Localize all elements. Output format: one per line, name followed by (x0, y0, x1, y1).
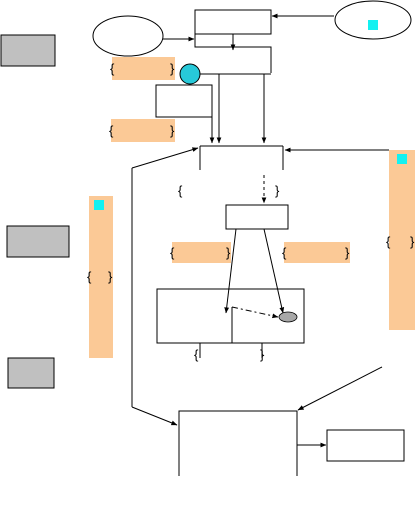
connectors (131, 13, 389, 476)
note-vertical-left (89, 196, 113, 358)
box-left-small (155, 84, 213, 118)
svg-text:}: } (275, 183, 280, 198)
cyan-square-icon (397, 154, 407, 164)
svg-text:}: } (226, 245, 231, 260)
gray-box-top-left (0, 34, 56, 67)
note-vertical-right (389, 150, 415, 330)
gray-ellipse-icon (278, 311, 298, 323)
svg-text:{: { (178, 183, 183, 198)
cyan-square-icon (368, 20, 378, 30)
gray-box-bottom-left (7, 357, 55, 389)
svg-text:{: { (109, 123, 114, 138)
svg-text:{: { (194, 347, 199, 362)
svg-text:{: { (87, 269, 92, 284)
cyan-square-icon (94, 200, 104, 210)
note-top-left (112, 57, 175, 80)
svg-text:}: } (170, 61, 175, 76)
box-top (194, 9, 272, 35)
note-middle-left (172, 242, 231, 263)
svg-text:}: } (108, 269, 113, 284)
svg-text:{: { (282, 245, 287, 260)
gray-box-middle-left (6, 225, 70, 258)
cyan-circle-icon (179, 63, 201, 85)
svg-text:{: { (386, 234, 391, 249)
svg-text:}: } (170, 123, 175, 138)
svg-text:}: } (410, 234, 415, 249)
ellipse-start (92, 15, 164, 57)
brace-marks: {} {} {} {} {} {} {} {} (87, 61, 415, 362)
svg-text:}: } (345, 245, 350, 260)
svg-text:{: { (110, 61, 115, 76)
box-bottom-right (326, 429, 405, 462)
note-middle-right (284, 242, 350, 263)
box-middle (225, 204, 289, 230)
svg-text:{: { (170, 245, 175, 260)
note-left-2 (111, 119, 175, 142)
